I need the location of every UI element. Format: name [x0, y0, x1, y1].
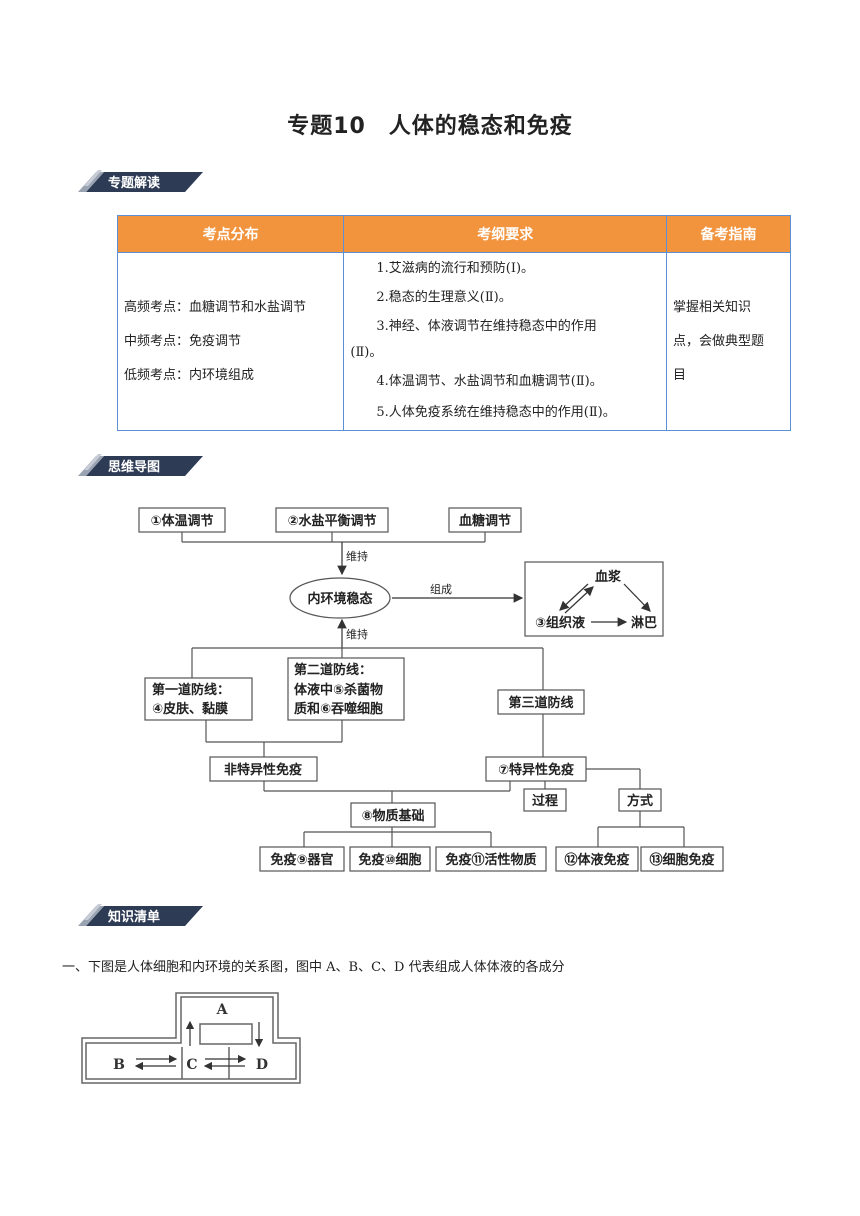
box-process — [523, 788, 567, 812]
node-humoral-immunity: ⑫体液免疫 — [564, 852, 629, 868]
node-second-defense-line: 质和⑥吞噬细胞 — [294, 701, 383, 717]
text-line: 低频考点：内环境组成 — [124, 367, 255, 383]
label-a: A — [216, 1002, 229, 1018]
box-first-defense — [144, 677, 253, 721]
node-material-basis: ⑧物质基础 — [361, 808, 424, 824]
node-first-defense-title: 第一道防线： — [152, 682, 230, 698]
table-cell-requirements: 1.艾滋病的流行和预防(Ⅰ)。 2.稳态的生理意义(Ⅱ)。 3.神经、体液调节在… — [343, 252, 668, 431]
node-blood-sugar: 血糖调节 — [459, 513, 511, 529]
question-text: 一、下图是人体细胞和内环境的关系图，图中 A、B、C、D 代表组成人体体液的各成… — [62, 960, 565, 975]
label-c: C — [186, 1057, 197, 1073]
node-process: 过程 — [532, 793, 558, 809]
label-compose: 组成 — [430, 582, 452, 596]
text-line: 中频考点：免疫调节 — [124, 333, 242, 349]
node-body-temperature: ①体温调节 — [150, 513, 213, 529]
section-banner-knowledge: 知识清单 — [78, 902, 203, 928]
node-lymph: 淋巴 — [631, 615, 657, 631]
label-b: B — [113, 1057, 125, 1073]
section-title: 知识清单 — [108, 910, 161, 925]
box-humoral — [555, 846, 639, 872]
node-immune-cell: 免疫⑩细胞 — [358, 852, 421, 868]
table-header: 考点分布 — [116, 215, 345, 253]
box-material-basis — [350, 802, 436, 828]
node-specific-immunity: ⑦特异性免疫 — [498, 762, 574, 778]
box-active-substance — [435, 846, 547, 872]
box-second-defense — [287, 657, 405, 721]
banner-shape-icon — [78, 904, 203, 926]
section-banner-mindmap: 思维导图 — [78, 452, 203, 478]
page-title: 专题10 人体的稳态和免疫 — [287, 114, 573, 139]
box-immune-organ — [259, 846, 345, 872]
node-second-defense-title: 第二道防线： — [294, 662, 372, 678]
node-homeostasis: 内环境稳态 — [307, 591, 372, 607]
box-composition — [524, 561, 664, 637]
node-method: 方式 — [627, 793, 653, 809]
text-line: 点，会做典型题 — [673, 333, 765, 349]
node-plasma: 血浆 — [595, 569, 622, 585]
node-nonspecific-immunity: 非特异性免疫 — [224, 762, 302, 778]
text-line: (Ⅱ)。 — [350, 344, 383, 360]
box-cellular — [640, 846, 724, 872]
banner-shape-icon — [78, 170, 203, 192]
text-line: 2.稳态的生理意义(Ⅱ)。 — [376, 289, 512, 305]
table-header: 考纲要求 — [343, 215, 668, 253]
exam-requirements-table: 考点分布 考纲要求 备考指南 高频考点：血糖调节和水盐调节 中频考点：免疫调节 … — [116, 215, 791, 431]
text-line: 5.人体免疫系统在维持稳态中的作用(Ⅱ)。 — [376, 404, 616, 420]
section-title: 思维导图 — [108, 460, 161, 475]
banner-shape-icon — [78, 454, 203, 476]
label-maintain: 维持 — [346, 627, 368, 641]
node-active-substance: 免疫⑪活性物质 — [445, 852, 536, 868]
node-immune-organ: 免疫⑨器官 — [270, 852, 333, 868]
text-line: 高频考点：血糖调节和水盐调节 — [124, 299, 307, 315]
node-first-defense-detail: ④皮肤、黏膜 — [152, 701, 228, 717]
text-line: 1.艾滋病的流行和预防(Ⅰ)。 — [376, 260, 535, 276]
node-second-defense-line: 体液中⑤杀菌物 — [294, 682, 383, 698]
node-cellular-immunity: ⑬细胞免疫 — [649, 852, 714, 868]
text-line: 4.体温调节、水盐调节和血糖调节(Ⅱ)。 — [376, 373, 603, 389]
text-line: 目 — [673, 367, 687, 383]
text-line: 3.神经、体液调节在维持稳态中的作用 — [376, 318, 597, 334]
box-third-defense — [497, 689, 585, 715]
center-ellipse — [289, 577, 391, 619]
box-immune-cell — [349, 846, 431, 872]
table-cell-guide: 掌握相关知识 点，会做典型题 目 — [666, 252, 791, 431]
node-water-salt: ②水盐平衡调节 — [287, 513, 376, 529]
node-tissue-fluid: ③组织液 — [535, 615, 585, 631]
label-d: D — [256, 1057, 268, 1073]
table-cell-distribution: 高频考点：血糖调节和水盐调节 中频考点：免疫调节 低频考点：内环境组成 — [116, 252, 345, 431]
label-maintain: 维持 — [346, 549, 368, 563]
section-banner-interpretation: 专题解读 — [78, 168, 203, 194]
node-third-defense: 第三道防线 — [508, 695, 573, 711]
text-line: 掌握相关知识 — [673, 299, 752, 315]
mind-map-diagram: ①体温调节 ②水盐平衡调节 血糖调节 维持 内环境稳态 组成 血浆 ③组织液 淋… — [138, 507, 724, 872]
section-title: 专题解读 — [108, 176, 161, 191]
